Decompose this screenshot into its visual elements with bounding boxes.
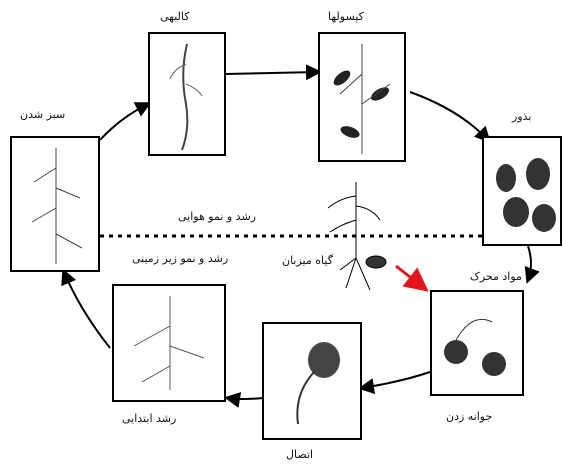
- attachment-sketch: [264, 324, 360, 438]
- cycle-arrow-icon: [528, 246, 531, 280]
- cycle-arrow-icon: [362, 372, 430, 388]
- stimulus-arrow-icon: [396, 266, 424, 288]
- cycle-arrow-icon: [64, 272, 110, 348]
- label-roshd-ebtedaei: رشد ابتدایی: [122, 412, 176, 425]
- label-rooyesh-havaee: رشد و نمو هوایی: [178, 210, 256, 223]
- panel-sabz-shodan: [10, 136, 100, 272]
- panel-kaluhak: [148, 32, 226, 156]
- label-etesal: اتصال: [286, 448, 313, 461]
- cycle-arrow-icon: [228, 398, 264, 399]
- label-kaluhak: کالبهی: [160, 10, 190, 23]
- label-boozor: بذور: [512, 110, 531, 123]
- panel-javane-zadan: [430, 290, 524, 396]
- label-giah-mizban: گیاه میزبان: [282, 254, 333, 267]
- seeds-sketch: [484, 138, 560, 244]
- label-javane-zadan: جوانه زدن: [446, 410, 492, 423]
- label-rooyesh-zir-zamini: رشد و نمو زیر زمینی: [132, 252, 228, 265]
- label-sabz-shodan: سبز شدن: [20, 108, 65, 121]
- germination-sketch: [432, 292, 522, 394]
- panel-kapsulha: [318, 32, 406, 162]
- cycle-arrow-icon: [410, 92, 488, 140]
- emerged-plant-sketch: [12, 138, 98, 270]
- label-mavad-moharrek: مواد محرک: [470, 270, 522, 283]
- label-kapsulha: کپسولها: [328, 10, 364, 23]
- cycle-arrow-icon: [226, 72, 318, 74]
- panel-boozor: [482, 136, 562, 246]
- initial-growth-sketch: [114, 286, 224, 400]
- stem-sketch: [150, 34, 224, 154]
- cycle-arrow-icon: [100, 104, 148, 140]
- capsules-sketch: [320, 34, 404, 160]
- panel-roshd-ebtedaei: [112, 284, 226, 402]
- panel-etesal: [262, 322, 362, 440]
